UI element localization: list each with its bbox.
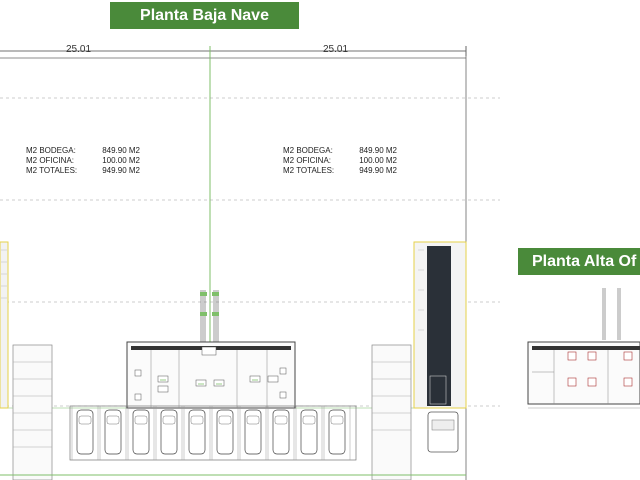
car-icon [132, 409, 150, 455]
car-icon [216, 409, 234, 455]
car-icon [188, 409, 206, 455]
area-value: 949.90 M2 [102, 166, 140, 175]
planta-alta-plan [527, 288, 640, 409]
parking-area [69, 405, 357, 461]
area-value: 849.90 M2 [359, 146, 397, 155]
area-row: M2 BODEGA: 849.90 M2 [26, 146, 140, 156]
area-value: 100.00 M2 [359, 156, 397, 165]
truck-icon [427, 411, 459, 453]
parking-bay [71, 405, 99, 461]
left-ramp [12, 344, 53, 480]
area-value: 100.00 M2 [102, 156, 140, 165]
car-icon [300, 409, 318, 455]
dark-slab [427, 246, 451, 406]
car-windshield [330, 415, 344, 425]
area-table-right: M2 BODEGA: 849.90 M2 M2 OFICINA: 100.00 M2… [283, 146, 397, 176]
car-windshield [106, 415, 120, 425]
parking-bay [267, 405, 295, 461]
planta-baja-title: Planta Baja Nave [110, 2, 299, 29]
car-icon [244, 409, 262, 455]
car-icon [76, 409, 94, 455]
dimension-left: 25.01 [66, 44, 92, 55]
area-table-left: M2 BODEGA: 849.90 M2 M2 OFICINA: 100.00 M2… [26, 146, 140, 176]
car-icon [160, 409, 178, 455]
car-windshield [246, 415, 260, 425]
area-label: M2 BODEGA: [26, 146, 76, 155]
area-value: 949.90 M2 [359, 166, 397, 175]
area-label: M2 TOTALES: [26, 166, 78, 175]
car-icon [104, 409, 122, 455]
area-row: M2 OFICINA: 100.00 M2 [26, 156, 140, 166]
car-icon [272, 409, 290, 455]
parking-bay [127, 405, 155, 461]
right-ramp [371, 344, 412, 480]
area-row: M2 TOTALES: 949.90 M2 [283, 166, 397, 176]
area-value: 849.90 M2 [102, 146, 140, 155]
parking-bay [323, 405, 351, 461]
car-windshield [274, 415, 288, 425]
area-row: M2 TOTALES: 949.90 M2 [26, 166, 140, 176]
area-label: M2 OFICINA: [283, 156, 332, 165]
area-row: M2 OFICINA: 100.00 M2 [283, 156, 397, 166]
area-row: M2 BODEGA: 849.90 M2 [283, 146, 397, 156]
left-wall-column [0, 241, 9, 409]
dimension-right: 25.01 [323, 44, 349, 55]
car-icon [328, 409, 346, 455]
car-windshield [190, 415, 204, 425]
office-block [126, 341, 296, 409]
parking-bay [211, 405, 239, 461]
parking-bay [99, 405, 127, 461]
area-label: M2 TOTALES: [283, 166, 335, 175]
car-windshield [78, 415, 92, 425]
area-label: M2 OFICINA: [26, 156, 75, 165]
central-columns [200, 290, 219, 345]
planta-alta-title: Planta Alta Of [518, 248, 640, 275]
right-wall-column [413, 241, 467, 409]
car-windshield [134, 415, 148, 425]
car-windshield [302, 415, 316, 425]
area-label: M2 BODEGA: [283, 146, 333, 155]
parking-bay [295, 405, 323, 461]
parking-bay [183, 405, 211, 461]
car-windshield [162, 415, 176, 425]
car-windshield [218, 415, 232, 425]
parking-bay [239, 405, 267, 461]
parking-bay [155, 405, 183, 461]
